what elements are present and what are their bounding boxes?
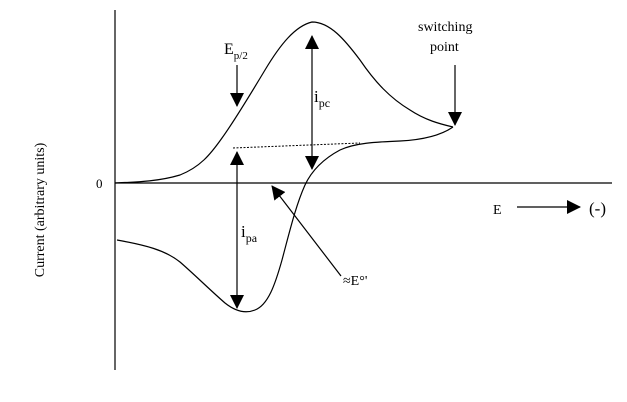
ipa-label: ipa: [241, 222, 258, 245]
e-axis-label: E: [493, 203, 502, 218]
switching-label-line2: point: [430, 40, 459, 55]
e-direction-label: (-): [589, 199, 606, 218]
ipc-label: ipc: [314, 87, 330, 110]
cathodic-forward-curve: [114, 21, 454, 184]
e0-arrow: [271, 185, 342, 277]
y-axis-label: Current (arbitrary units): [33, 142, 48, 277]
anodic-return-curve: [116, 126, 454, 313]
baseline-extrapolation: [232, 142, 361, 149]
e0-label: ≈E°': [343, 274, 367, 289]
ep2-label: Ep/2: [224, 41, 248, 62]
switching-label-line1: switching: [418, 20, 472, 35]
zero-label: 0: [96, 176, 103, 191]
